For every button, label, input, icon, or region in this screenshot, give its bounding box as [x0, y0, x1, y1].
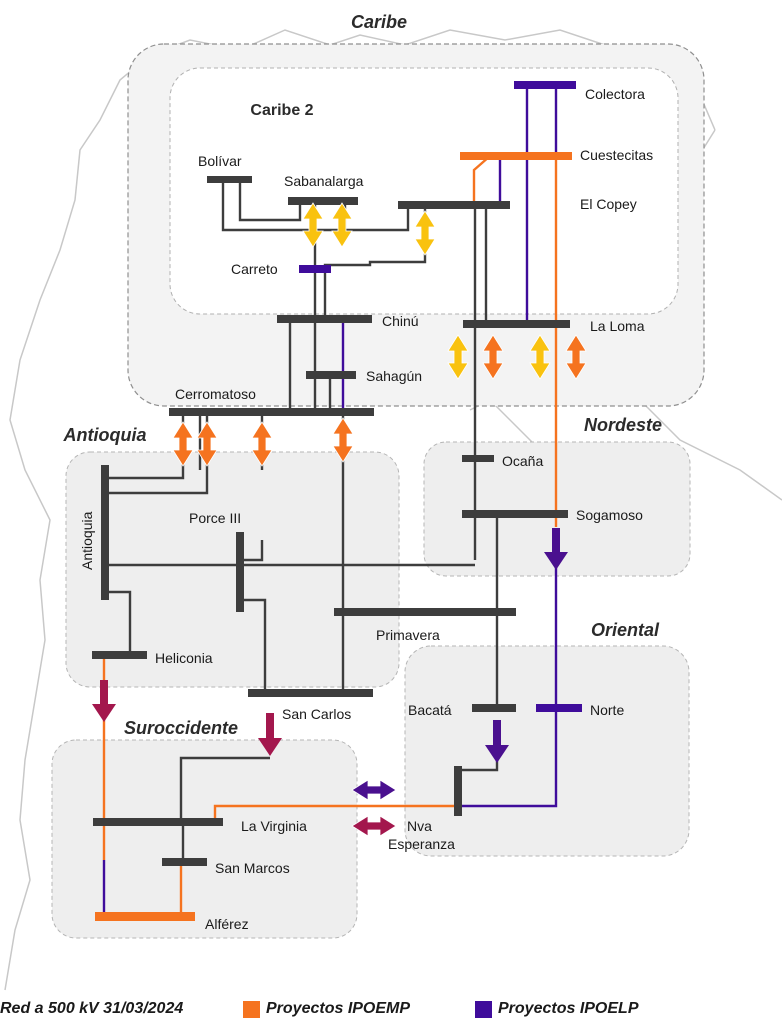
label-la-loma: La Loma [590, 318, 645, 334]
legend-ipoemp: Proyectos IPOEMP [243, 997, 410, 1021]
label-carreto: Carreto [231, 261, 278, 277]
label-cerromatoso: Cerromatoso [175, 386, 256, 402]
area-label-caribe2: Caribe 2 [250, 102, 313, 119]
arrow-purple-horizontal [351, 779, 397, 801]
bus-san-marcos [162, 858, 207, 866]
bus-primavera [334, 608, 516, 616]
bus-bolivar [207, 176, 252, 183]
bus-cuestecitas [460, 152, 572, 160]
ipoelp-lines [102, 84, 558, 915]
area-label-antioquia: Antioquia [63, 425, 147, 445]
bus-bacata [472, 704, 516, 712]
flow-arrows [92, 528, 568, 763]
bus-norte [536, 704, 582, 712]
legend-ipoelp-swatch [475, 1000, 492, 1018]
legend-ipoelp: Proyectos IPOELP [475, 997, 639, 1021]
bus-sahagun [306, 371, 356, 379]
bus-la-virginia [93, 818, 223, 826]
bus-el-copey [398, 201, 510, 209]
existing-buses [92, 176, 570, 866]
region-oriental [404, 645, 690, 857]
region-boxes [51, 43, 705, 939]
label-alferez: Alférez [205, 916, 249, 932]
label-la-virginia: La Virginia [241, 818, 307, 834]
arrow-crimson-horizontal [351, 815, 397, 837]
arrow-down-san-carlos [258, 713, 282, 756]
label-sogamoso: Sogamoso [576, 507, 643, 523]
arrow-down-sogamoso [544, 528, 568, 570]
region-caribe2 [169, 67, 679, 315]
label-porce-iii: Porce III [189, 510, 241, 526]
bus-san-carlos [248, 689, 373, 697]
label-bacata: Bacatá [408, 702, 452, 718]
bus-antioquia [101, 465, 109, 600]
bus-cerromatoso [169, 408, 374, 416]
label-ocana: Ocaña [502, 453, 543, 469]
label-heliconia: Heliconia [155, 650, 213, 666]
label-el-copey: El Copey [580, 196, 637, 212]
region-antioquia [65, 451, 400, 688]
bus-carreto [299, 265, 331, 273]
label-colectora: Colectora [585, 86, 645, 102]
legend-ipoemp-swatch [243, 1000, 260, 1018]
bus-sogamoso [462, 510, 568, 518]
arrow-down-bacata [485, 720, 509, 763]
bus-la-loma [463, 320, 570, 328]
bus-heliconia [92, 651, 147, 659]
bus-porce-iii [236, 532, 244, 612]
label-bolivar: Bolívar [198, 153, 242, 169]
arrow-down-heliconia [92, 680, 116, 722]
label-cuestecitas: Cuestecitas [580, 147, 653, 163]
label-san-carlos: San Carlos [282, 706, 351, 722]
bus-sabanalarga [288, 197, 358, 205]
bus-colectora [514, 81, 576, 89]
label-san-marcos: San Marcos [215, 860, 290, 876]
area-label-oriental: Oriental [591, 620, 660, 640]
area-label-suroccidente: Suroccidente [124, 718, 238, 738]
label-antioquia: Antioquia [79, 511, 95, 570]
legend-existing-label: Red a 500 kV 31/03/2024 [0, 1000, 184, 1017]
substation-labels: Colectora Cuestecitas El Copey Bolívar S… [79, 86, 653, 932]
label-sahagun: Sahagún [366, 368, 422, 384]
label-chinu: Chinú [382, 313, 419, 329]
region-suroccidente [51, 739, 358, 939]
legend-ipoelp-label: Proyectos IPOELP [498, 1000, 639, 1017]
label-primavera: Primavera [376, 627, 440, 643]
bus-ocana [462, 455, 494, 462]
bus-chinu [277, 315, 372, 323]
legend-ipoemp-label: Proyectos IPOEMP [266, 1000, 411, 1017]
label-nva-esperanza-2: Esperanza [388, 836, 455, 852]
label-norte: Norte [590, 702, 624, 718]
label-sabanalarga: Sabanalarga [284, 173, 364, 189]
area-label-caribe: Caribe [351, 12, 407, 32]
bus-alferez [95, 912, 195, 921]
area-label-nordeste: Nordeste [584, 415, 662, 435]
label-nva-esperanza-1: Nva [407, 818, 432, 834]
legend-existing: Red a 500 kV 31/03/2024 [0, 997, 183, 1021]
project-buses [95, 81, 582, 921]
bus-nva-esperanza [454, 766, 462, 816]
